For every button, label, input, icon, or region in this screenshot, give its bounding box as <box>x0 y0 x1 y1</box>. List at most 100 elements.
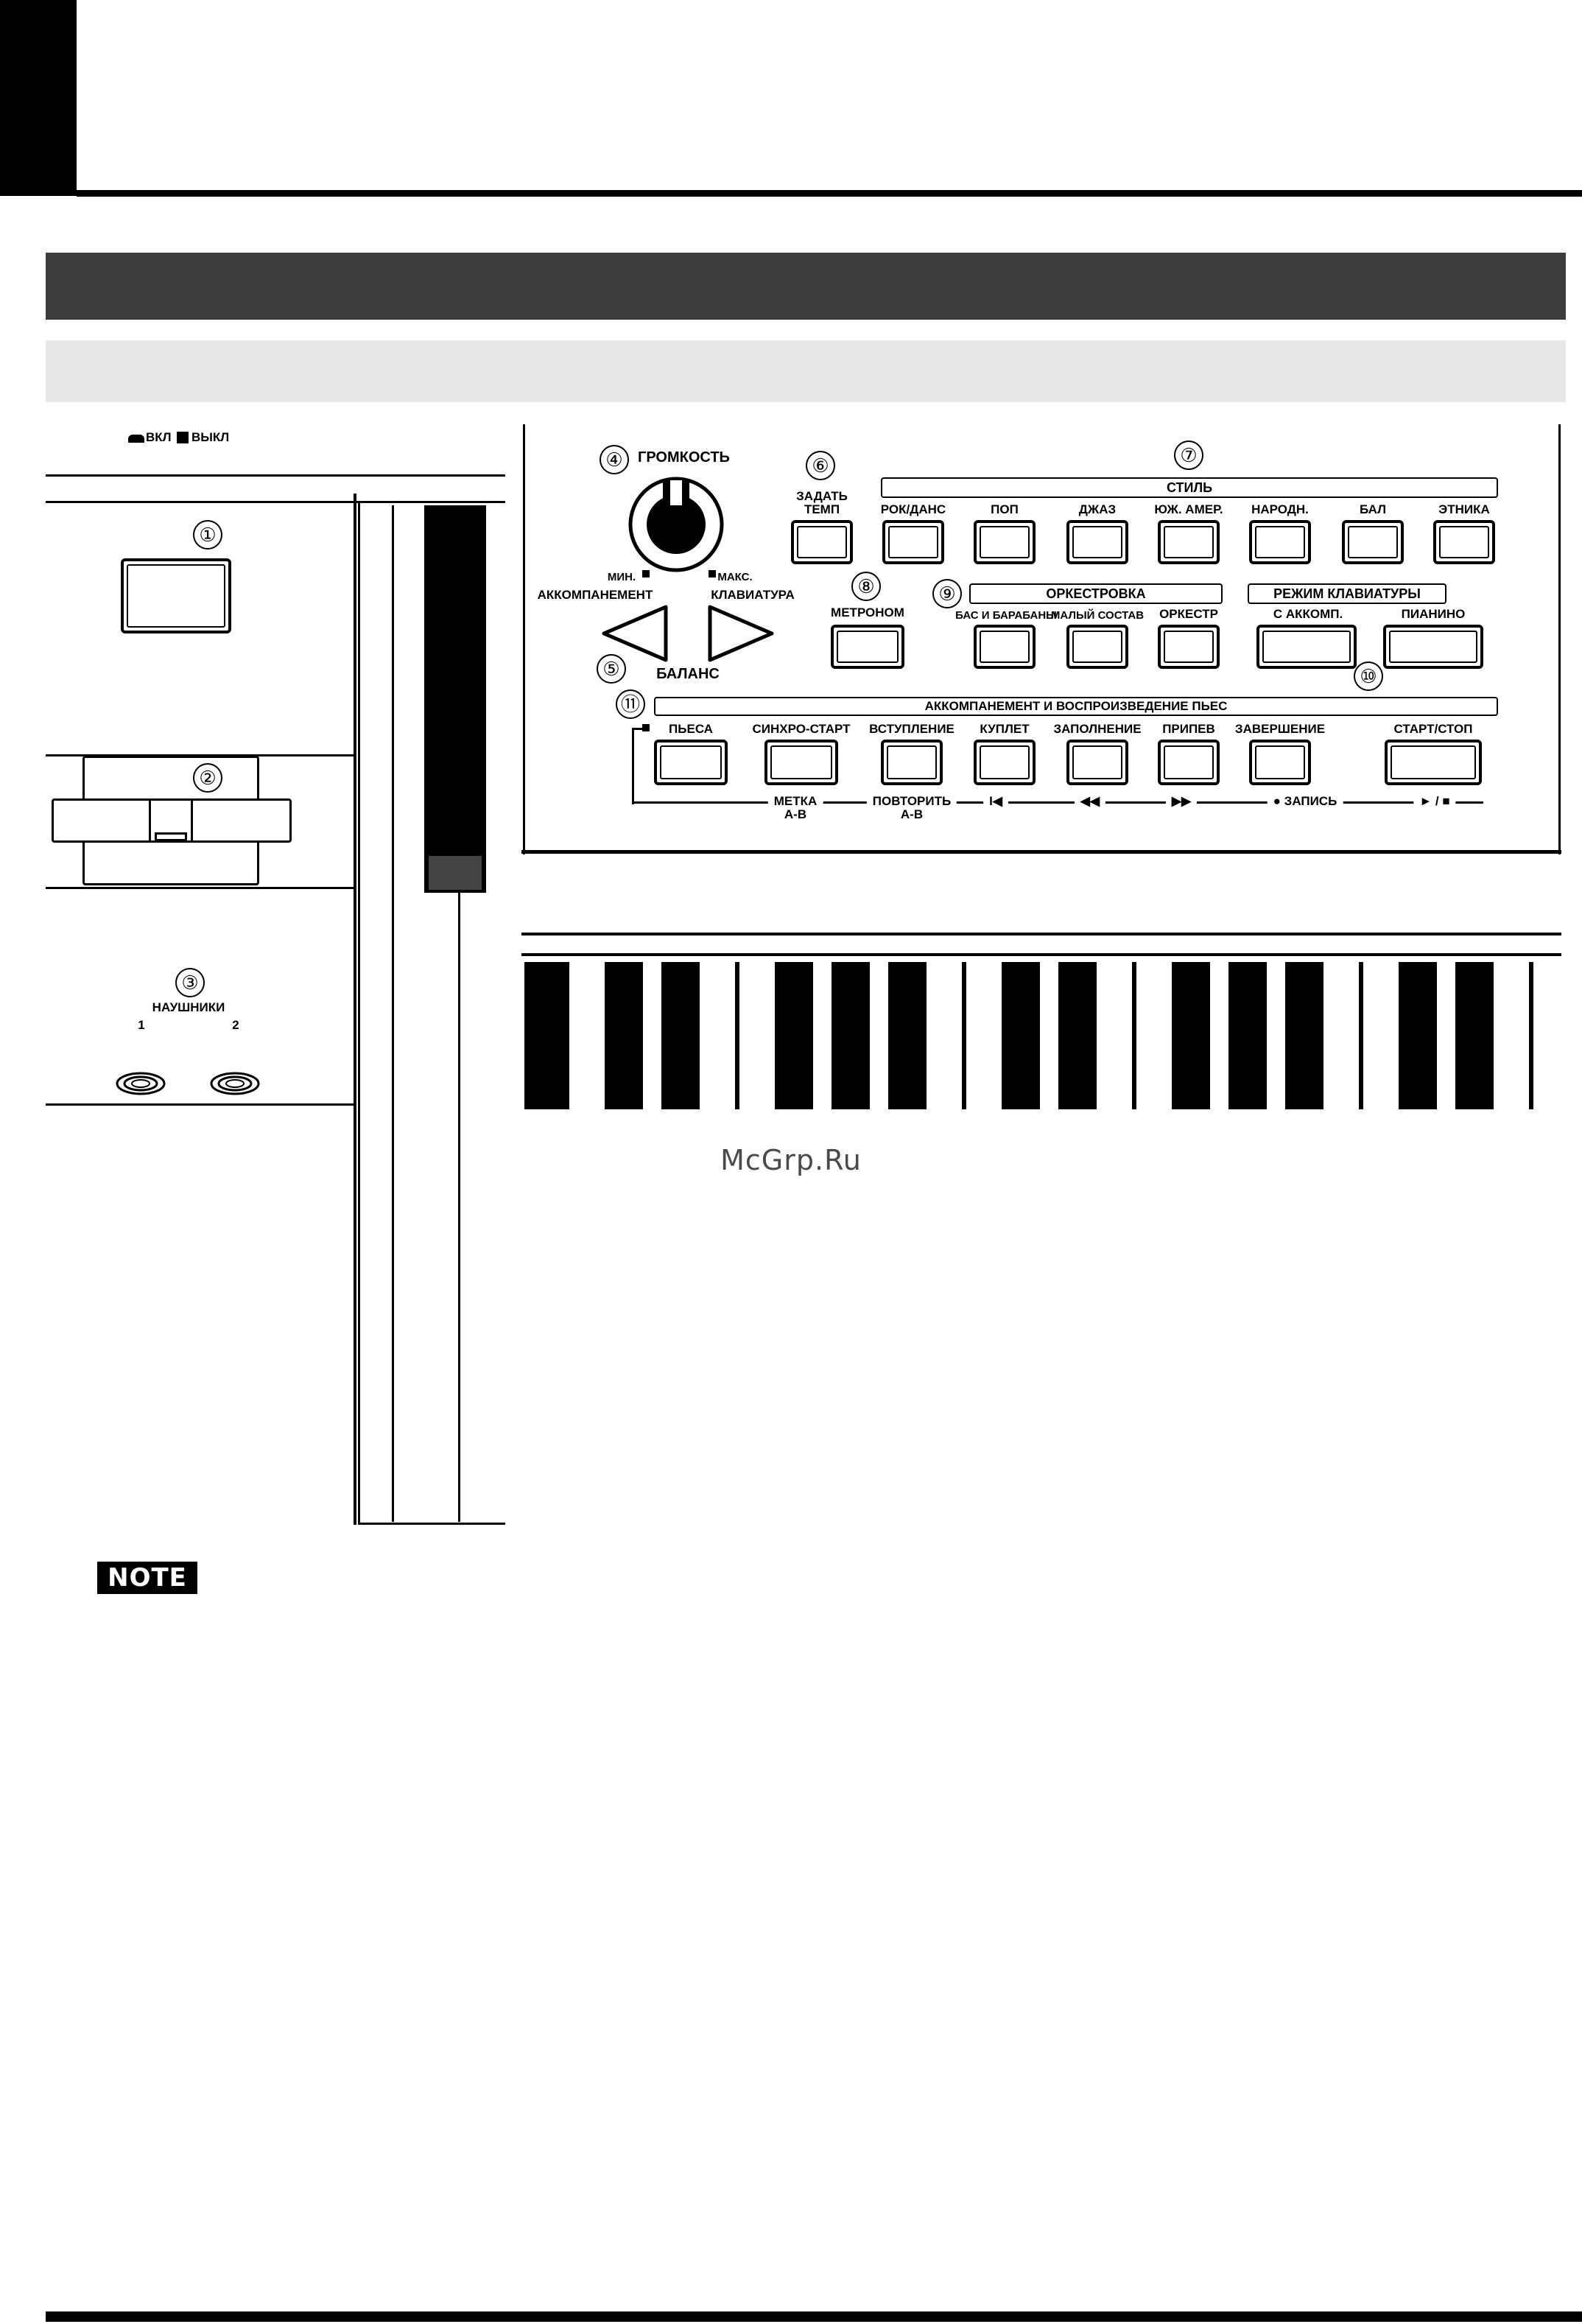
orch-bass-drums-button[interactable] <box>974 625 1036 669</box>
style-ballroom-button[interactable] <box>1342 520 1404 564</box>
black-key[interactable] <box>1399 962 1437 1109</box>
balance-right-label: КЛАВИАТУРА <box>711 588 795 602</box>
balance-right-button[interactable] <box>706 604 775 663</box>
sub-rewind-icon: ◀◀ <box>1074 794 1106 808</box>
power-on-label: ВКЛ <box>146 430 172 444</box>
accomp-fill-button[interactable] <box>1066 740 1128 785</box>
header-rule <box>77 190 1582 197</box>
callout-11: ⑪ <box>616 689 645 719</box>
sub-record-label: ● ЗАПИСЬ <box>1267 794 1343 808</box>
callout-7: ⑦ <box>1174 440 1203 470</box>
balance-left-label: АККОМПАНЕМЕНТ <box>537 588 653 602</box>
kbmode-piano-button[interactable] <box>1383 625 1483 669</box>
keyboard-edge-white <box>358 501 505 1525</box>
style-label-pop: ПОП <box>991 502 1019 516</box>
accomp-ending-button[interactable] <box>1249 740 1311 785</box>
accomp-intro-button[interactable] <box>881 740 943 785</box>
orch-label-orchestra: ОРКЕСТР <box>1159 607 1218 621</box>
black-key[interactable] <box>832 962 870 1109</box>
headphones-label: НАУШНИКИ <box>152 1000 225 1014</box>
orch-combo-button[interactable] <box>1066 625 1128 669</box>
style-pop-button[interactable] <box>974 520 1036 564</box>
style-label-latin: ЮЖ. АМЕР. <box>1154 502 1223 516</box>
callout-2: ② <box>193 763 222 793</box>
headphones-jack-1-label: 1 <box>138 1018 145 1032</box>
sub-repeat-line2: А-В <box>900 807 924 821</box>
callout-4: ④ <box>600 445 629 474</box>
style-label-rock: РОК/ДАНС <box>880 502 946 516</box>
style-folk-button[interactable] <box>1249 520 1311 564</box>
style-label-folk: НАРОДН. <box>1251 502 1309 516</box>
sub-prev-icon: I◀ <box>983 794 1008 808</box>
sub-repeat-line1: ПОВТОРИТЬ <box>866 794 957 808</box>
kbmode-label-piano: ПИАНИНО <box>1401 607 1466 621</box>
black-key[interactable] <box>1228 962 1267 1109</box>
orch-orchestra-button[interactable] <box>1158 625 1220 669</box>
white-key[interactable] <box>1533 962 1582 1109</box>
accomp-label-song: ПЬЕСА <box>669 722 713 736</box>
tempo-button[interactable] <box>791 520 853 564</box>
metronome-label: МЕТРОНОМ <box>831 605 904 619</box>
sub-play-stop-icon: ► / ■ <box>1413 794 1456 808</box>
style-ethnic-button[interactable] <box>1433 520 1495 564</box>
power-button[interactable] <box>121 558 231 633</box>
callout-9: ⑨ <box>932 579 962 608</box>
headphones-jack-2-label: 2 <box>232 1018 239 1032</box>
balance-left-button[interactable] <box>601 604 670 663</box>
callout-6: ⑥ <box>806 451 835 480</box>
accomp-start-stop-button[interactable] <box>1385 740 1482 785</box>
accomp-verse-button[interactable] <box>974 740 1036 785</box>
piano-keys <box>524 962 1582 1109</box>
tempo-label-line1: ЗАДАТЬ <box>796 489 848 503</box>
style-label-ballroom: БАЛ <box>1360 502 1386 516</box>
style-label-ethnic: ЭТНИКА <box>1438 502 1490 516</box>
callout-3: ③ <box>175 968 205 997</box>
volume-min-label: МИН. <box>607 571 636 583</box>
left-panel: ВКЛ ВЫКЛ ① ② ③ НАУШНИКИ 1 2 <box>46 420 505 1525</box>
black-key[interactable] <box>1455 962 1494 1109</box>
footer-rule <box>46 2311 1582 2322</box>
style-jazz-button[interactable] <box>1066 520 1128 564</box>
accomp-label-intro: ВСТУПЛЕНИЕ <box>869 722 955 736</box>
style-latin-button[interactable] <box>1158 520 1220 564</box>
piano-keys-svg <box>569 962 1582 1109</box>
black-key[interactable] <box>661 962 700 1109</box>
black-key[interactable] <box>1285 962 1323 1109</box>
kbmode-accomp-button[interactable] <box>1256 625 1357 669</box>
black-key[interactable] <box>888 962 927 1109</box>
volume-knob[interactable] <box>625 473 728 576</box>
sub-mark-line2: А-В <box>784 807 807 821</box>
accomp-label-sync-start: СИНХРО-СТАРТ <box>752 722 851 736</box>
accomp-sync-start-button[interactable] <box>764 740 838 785</box>
black-key[interactable] <box>775 962 813 1109</box>
accomp-label-chorus: ПРИПЕВ <box>1162 722 1215 736</box>
style-rock-button[interactable] <box>882 520 944 564</box>
style-header: СТИЛЬ <box>881 477 1498 498</box>
metronome-button[interactable] <box>831 625 904 669</box>
power-off-icon <box>177 432 189 443</box>
accomp-chorus-button[interactable] <box>1158 740 1220 785</box>
sub-fast-forward-icon: ▶▶ <box>1165 794 1198 808</box>
accomp-label-fill: ЗАПОЛНЕНИЕ <box>1053 722 1142 736</box>
watermark: McGrp.Ru <box>720 1144 862 1176</box>
control-panel: ④ ГРОМКОСТЬ МИН. МАКС. АККОМПАНЕМЕНТ КЛА… <box>521 424 1582 1112</box>
section-title-bar <box>46 253 1566 320</box>
callout-10: ⑩ <box>1354 661 1383 691</box>
volume-max-label: МАКС. <box>717 571 753 583</box>
black-key[interactable] <box>605 962 643 1109</box>
accomp-song-button[interactable] <box>654 740 728 785</box>
accomp-label-verse: КУПЛЕТ <box>980 722 1030 736</box>
black-key[interactable] <box>1172 962 1210 1109</box>
accomp-label-start-stop: СТАРТ/СТОП <box>1393 722 1473 736</box>
style-label-jazz: ДЖАЗ <box>1078 502 1117 516</box>
black-key[interactable] <box>1058 962 1097 1109</box>
orch-label-combo: МАЛЫЙ СОСТАВ <box>1050 609 1145 622</box>
accomp-header: АККОМПАНЕМЕНТ И ВОСПРОИЗВЕДЕНИЕ ПЬЕС <box>654 697 1498 716</box>
header-black-tab <box>0 0 77 196</box>
keyboard-edge-black-key <box>424 505 486 893</box>
headphones-jack-1[interactable] <box>115 1071 166 1096</box>
slider-knob-notch <box>155 832 187 841</box>
headphones-jack-2[interactable] <box>209 1071 261 1096</box>
black-key[interactable] <box>1002 962 1040 1109</box>
callout-5: ⑤ <box>597 654 626 684</box>
